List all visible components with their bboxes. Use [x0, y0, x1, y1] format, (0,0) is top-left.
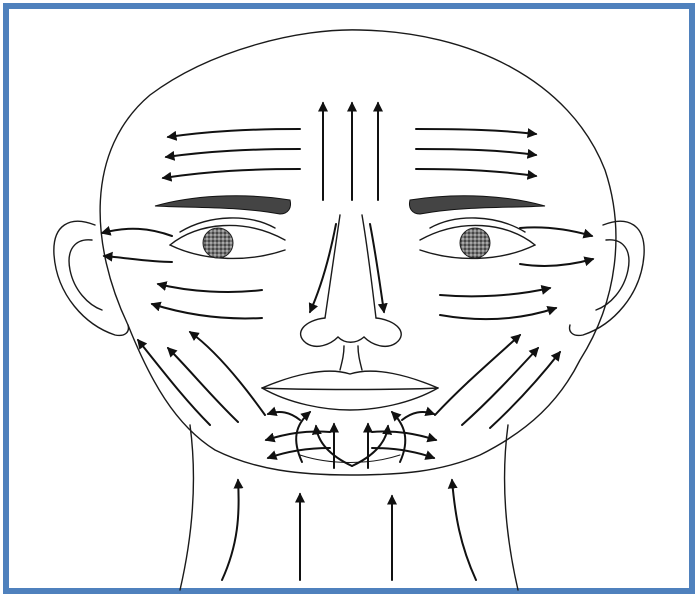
right-iris — [460, 228, 490, 258]
left-iris — [203, 228, 233, 258]
